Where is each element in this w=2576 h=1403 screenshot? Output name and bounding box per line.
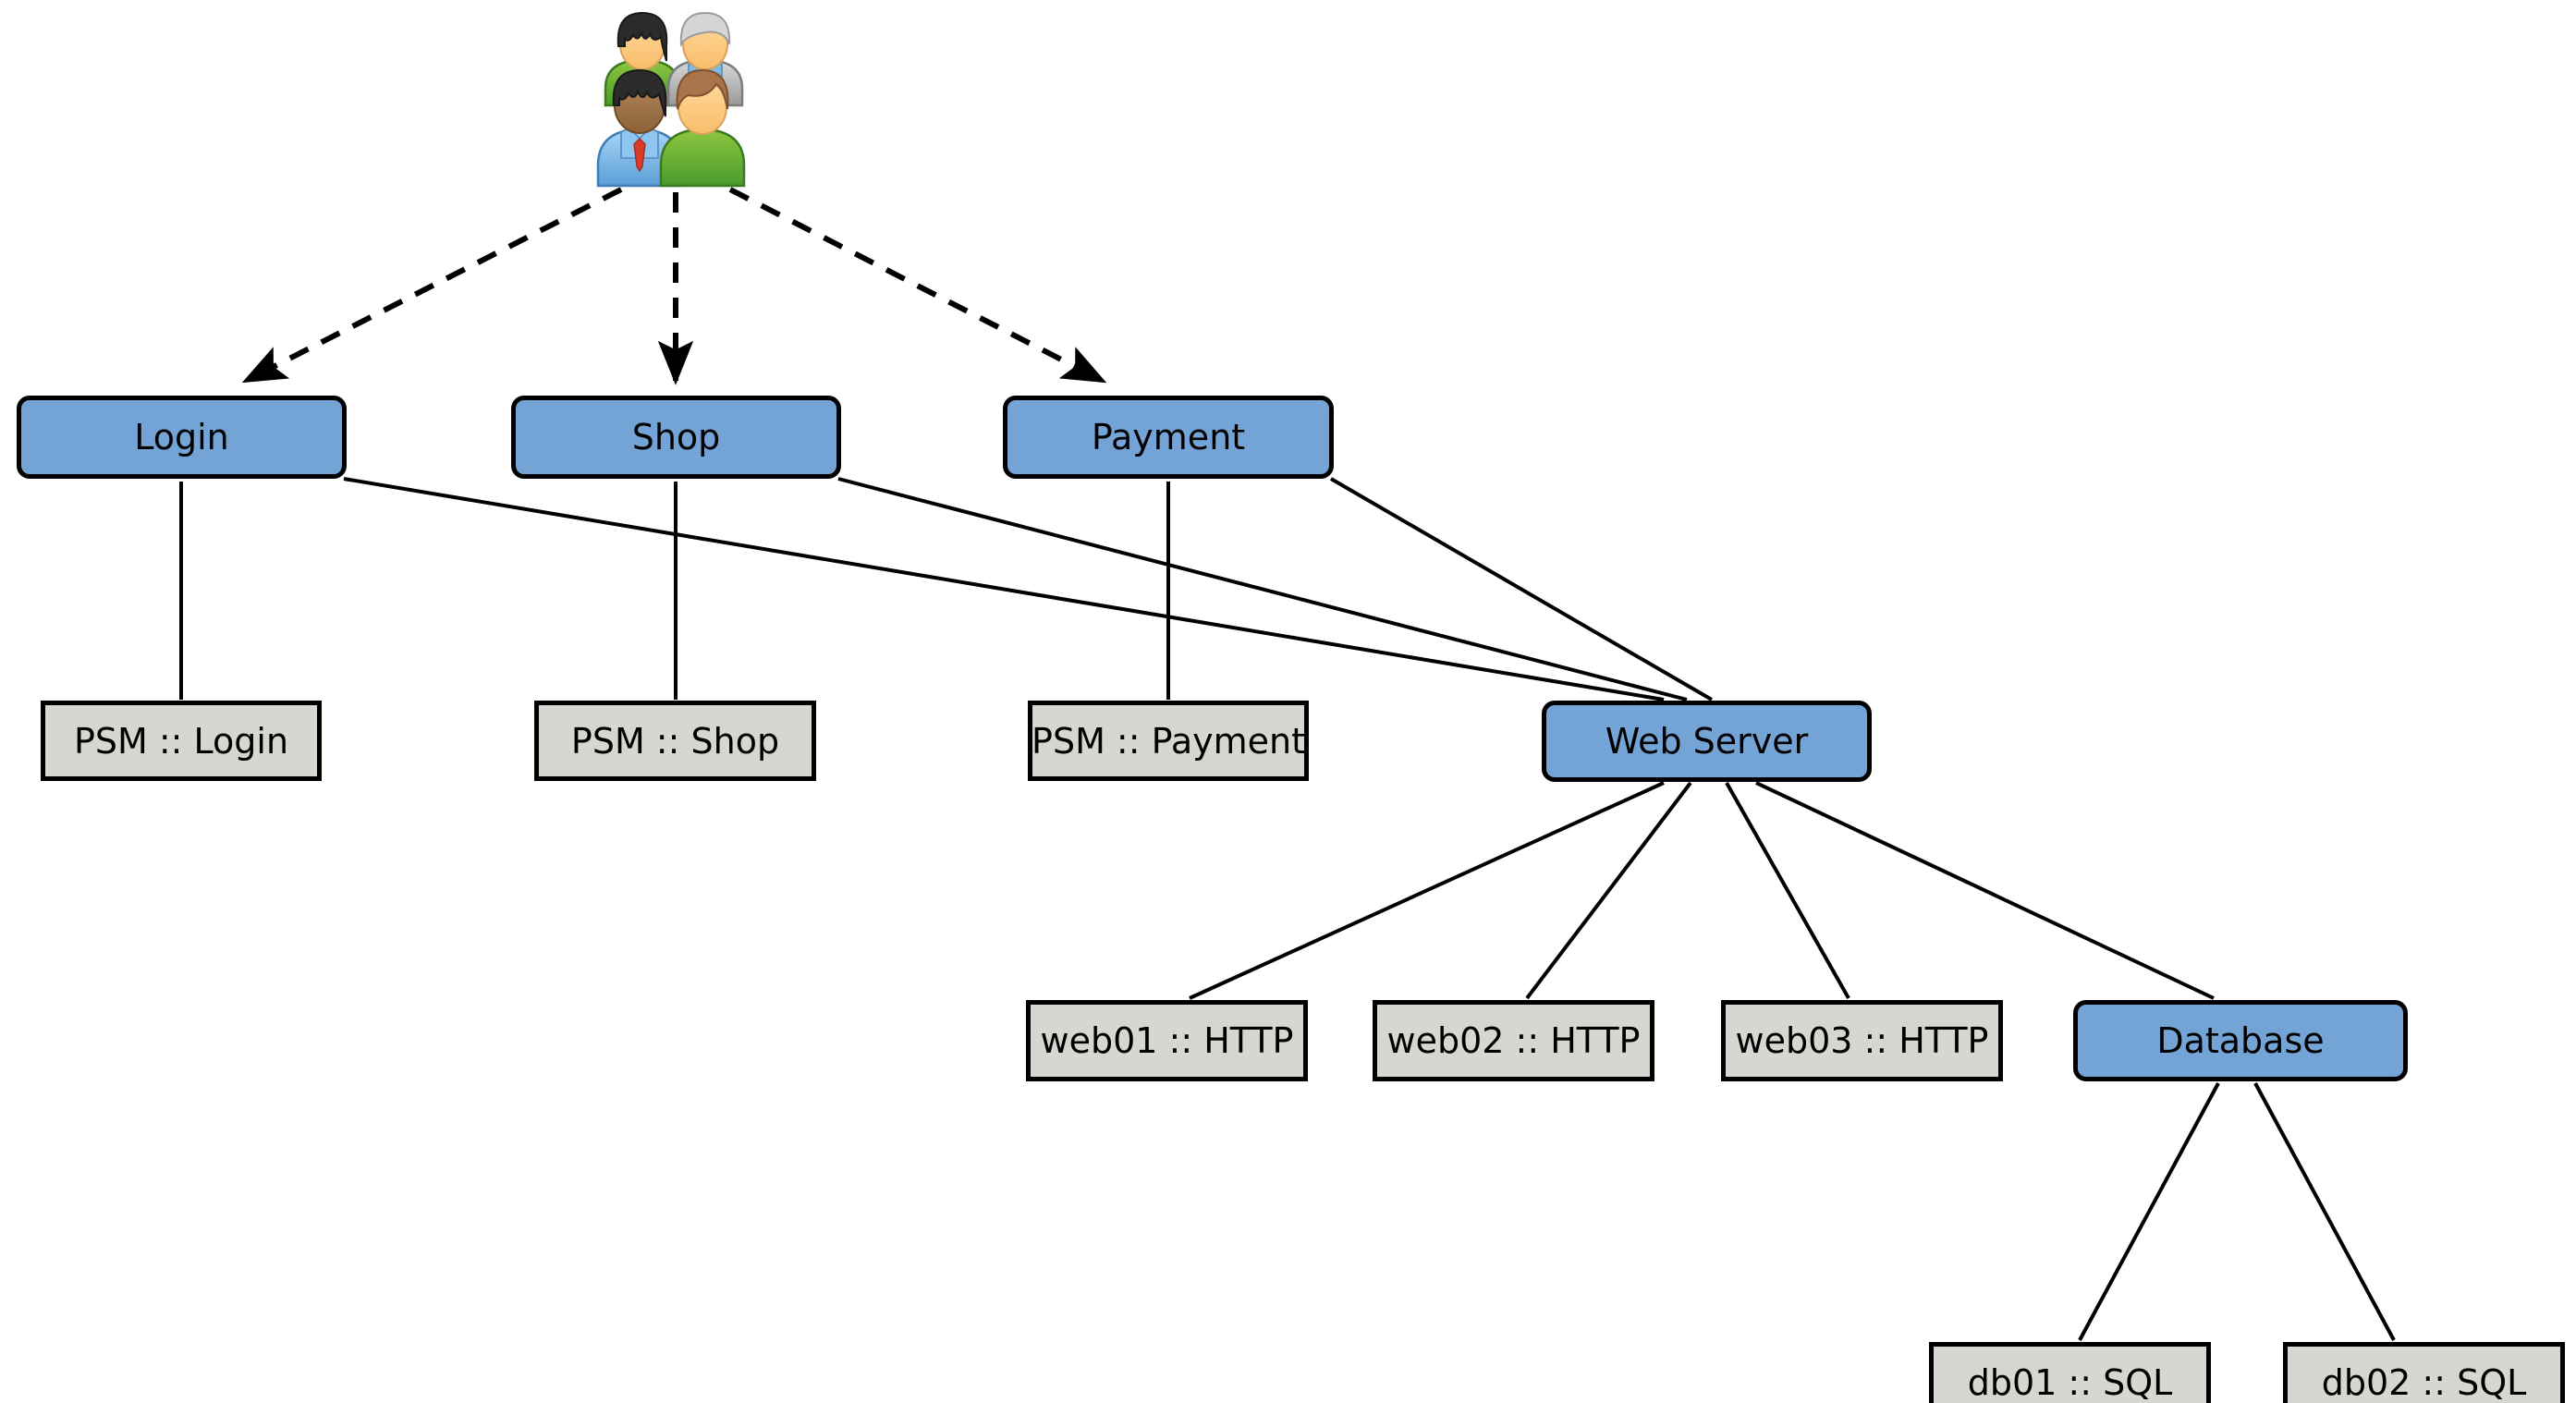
node-login-label: Login [134, 417, 229, 458]
node-login[interactable]: Login [17, 396, 347, 479]
edge-actor-to-login [241, 187, 623, 384]
node-database-label: Database [2156, 1020, 2325, 1061]
node-db02[interactable]: db02 :: SQL [2283, 1342, 2565, 1403]
node-web-server-label: Web Server [1605, 721, 1809, 762]
node-shop-label: Shop [631, 417, 721, 458]
actor-users-group [578, 4, 753, 189]
node-web02-label: web02 :: HTTP [1386, 1020, 1641, 1061]
node-psm-shop[interactable]: PSM :: Shop [534, 701, 816, 781]
edge-actor-to-payment [728, 187, 1107, 384]
node-psm-payment-label: PSM :: Payment [1032, 720, 1305, 762]
node-web01-label: web01 :: HTTP [1040, 1020, 1294, 1061]
edge-web-server-to-web03 [1725, 782, 1850, 999]
actor-person-front-right [659, 68, 746, 188]
edge-web-server-to-web01 [1189, 781, 1665, 1000]
node-psm-payment[interactable]: PSM :: Payment [1028, 701, 1309, 781]
node-payment[interactable]: Payment [1003, 396, 1334, 479]
node-payment-label: Payment [1091, 417, 1246, 458]
node-shop[interactable]: Shop [511, 396, 841, 479]
edge-web-server-to-database [1755, 781, 2215, 1000]
node-web01[interactable]: web01 :: HTTP [1026, 1000, 1308, 1081]
node-web03-label: web03 :: HTTP [1735, 1020, 1989, 1061]
edge-database-to-db01 [2078, 1082, 2220, 1341]
node-psm-shop-label: PSM :: Shop [570, 720, 780, 762]
edge-payment-to-web-server [1329, 477, 1714, 702]
node-web03[interactable]: web03 :: HTTP [1721, 1000, 2003, 1081]
node-db01-label: db01 :: SQL [1967, 1362, 2173, 1403]
node-psm-login-label: PSM :: Login [73, 720, 289, 762]
node-web-server[interactable]: Web Server [1542, 701, 1872, 782]
edge-web-server-to-web02 [1525, 781, 1692, 1000]
edge-login-to-web-server [343, 477, 1665, 702]
node-db01[interactable]: db01 :: SQL [1929, 1342, 2211, 1403]
node-db02-label: db02 :: SQL [2321, 1362, 2527, 1403]
node-database[interactable]: Database [2073, 1000, 2408, 1081]
node-psm-login[interactable]: PSM :: Login [41, 701, 322, 781]
node-web02[interactable]: web02 :: HTTP [1373, 1000, 1654, 1081]
edge-shop-to-web-server [837, 477, 1688, 702]
edge-database-to-db02 [2253, 1082, 2396, 1341]
